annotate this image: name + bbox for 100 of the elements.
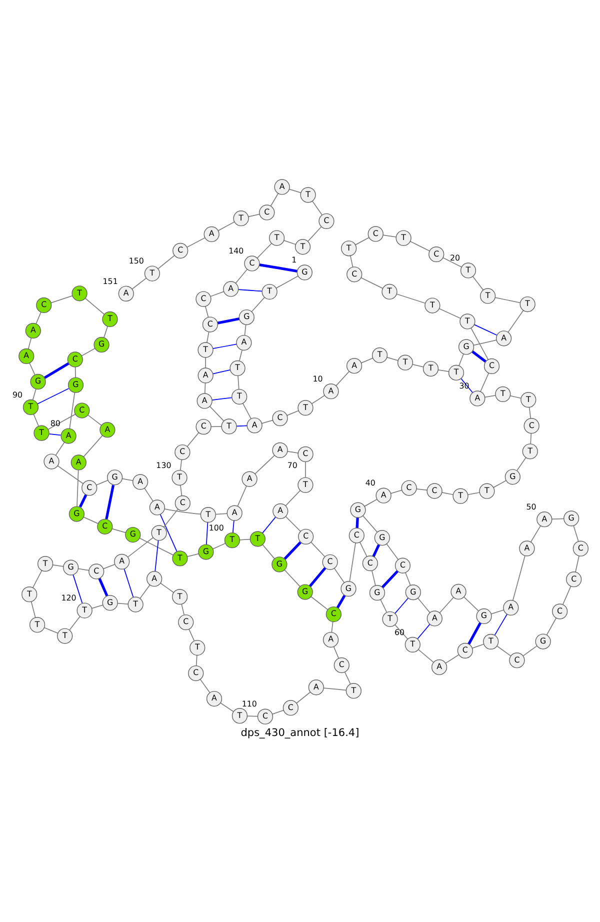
connector	[52, 564, 64, 567]
node-circle: A	[114, 554, 130, 570]
connector	[417, 598, 430, 614]
node-circle: A	[149, 500, 165, 516]
connector	[417, 624, 430, 640]
node-circle: A	[70, 454, 86, 470]
connector	[530, 525, 541, 542]
node-circle: T	[34, 425, 50, 441]
connector	[372, 544, 380, 558]
node-circle: T	[172, 470, 188, 486]
connector	[445, 654, 460, 664]
node-circle: T	[72, 286, 88, 302]
connector	[381, 570, 399, 588]
connector	[285, 516, 301, 532]
node-circle: A	[519, 540, 535, 556]
connector	[212, 369, 231, 374]
connector	[256, 242, 272, 259]
node-circle: A	[44, 454, 60, 470]
node-circle: C	[346, 266, 362, 282]
node-label: 70	[287, 461, 298, 470]
connector	[350, 255, 354, 268]
node-circle: G	[297, 584, 313, 600]
connector	[33, 414, 39, 426]
connector	[242, 402, 252, 420]
node-circle: A	[118, 286, 134, 302]
connector	[236, 425, 248, 427]
connector	[380, 599, 388, 613]
node-circle: G	[476, 608, 492, 624]
node-circle: G	[369, 585, 386, 601]
node-circle: G	[350, 502, 366, 518]
connector	[235, 268, 248, 284]
connector	[528, 407, 532, 419]
connector	[474, 324, 498, 336]
node-circle: C	[326, 606, 342, 622]
node-circle: T	[128, 596, 144, 612]
connector	[55, 442, 65, 456]
node-circle: G	[296, 264, 312, 280]
node-circle: C	[174, 444, 190, 460]
connector	[360, 542, 368, 558]
node-circle: G	[374, 530, 390, 546]
node-circle: C	[172, 242, 188, 259]
connector	[92, 604, 104, 609]
node-circle: G	[535, 634, 551, 650]
connector	[205, 357, 206, 368]
node-circle: C	[322, 554, 338, 570]
node-label: 140	[228, 246, 244, 256]
node-circle: C	[401, 480, 417, 496]
node-circle: T	[294, 239, 311, 255]
connector	[210, 426, 222, 428]
node-circle: T	[483, 634, 499, 650]
connector	[32, 388, 36, 400]
connector	[296, 692, 311, 704]
connector	[522, 646, 538, 656]
node-circle: G	[564, 510, 580, 526]
connector	[88, 414, 102, 426]
connector	[512, 555, 526, 601]
connector	[232, 520, 234, 534]
connector	[37, 388, 70, 404]
node-circle: G	[63, 560, 79, 576]
node-circle: T	[198, 342, 214, 358]
node-circle: G	[238, 309, 254, 326]
connector	[405, 572, 411, 586]
connector	[439, 596, 454, 614]
connector	[212, 397, 232, 400]
node-label: 80	[50, 419, 60, 428]
node-circle: G	[102, 595, 118, 611]
connector	[132, 278, 147, 290]
connector	[78, 568, 90, 571]
node-circle: G	[272, 556, 288, 572]
connector	[356, 518, 359, 528]
node-circle: C	[188, 665, 204, 682]
node-circle: C	[174, 495, 190, 512]
connector	[336, 371, 350, 386]
node-circle: C	[524, 418, 540, 434]
connector	[472, 350, 486, 363]
connector	[396, 294, 426, 304]
node-circle: C	[484, 358, 500, 374]
node-circle: A	[346, 358, 362, 374]
connector	[308, 567, 326, 588]
connector	[248, 214, 260, 218]
connector	[160, 514, 178, 552]
node-circle: A	[470, 390, 486, 406]
node-circle: T	[448, 364, 464, 381]
connector	[493, 480, 506, 488]
node-circle: T	[57, 628, 73, 644]
connector	[98, 578, 108, 596]
node-circle: A	[322, 632, 339, 648]
node-circle: C	[298, 528, 314, 544]
connector	[390, 490, 402, 494]
node-circle: T	[151, 525, 167, 541]
node-circle: A	[431, 659, 448, 676]
node-circle: T	[200, 507, 216, 523]
connector	[386, 544, 399, 560]
node-circle: C	[67, 352, 83, 368]
connector	[412, 364, 424, 368]
connector	[333, 646, 340, 659]
connector	[439, 308, 462, 319]
connector	[418, 649, 434, 663]
connector	[311, 395, 326, 404]
node-circle: C	[426, 483, 442, 499]
